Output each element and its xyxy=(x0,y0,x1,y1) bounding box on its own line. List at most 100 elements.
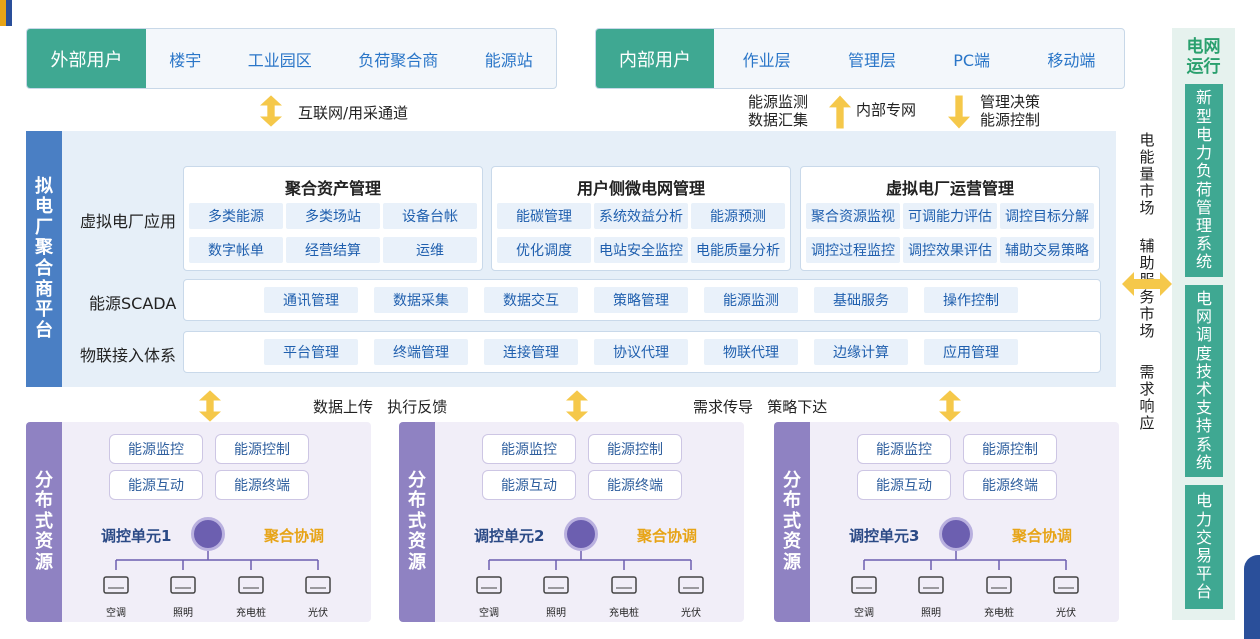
double-arrow-icon xyxy=(260,95,282,127)
group-asset-management: 聚合资产管理 多类能源 多类场站 设备台帐 数字帐单 经营结算 运维 xyxy=(183,166,483,271)
decision-label: 管理决策 能源控制 xyxy=(980,93,1040,129)
unit-head: 分布式资源 xyxy=(26,422,62,622)
external-user-item: 负荷聚合商 xyxy=(358,50,439,70)
grid-system-char: 支 xyxy=(1195,398,1212,418)
unit-coordination: 聚合协调 xyxy=(637,527,698,545)
grid-system-char: 系 xyxy=(1195,434,1212,454)
unit-button: 能源监控 xyxy=(857,434,951,464)
scada-chip: 数据交互 xyxy=(484,287,578,313)
device-item: 照明 xyxy=(163,574,203,619)
scada-chip: 能源监测 xyxy=(704,287,798,313)
function-chip: 数字帐单 xyxy=(189,237,283,263)
device-label: 光伏 xyxy=(308,608,328,619)
air-conditioner-icon xyxy=(476,576,502,594)
double-arrow-icon xyxy=(566,390,588,422)
device-label: 充电桩 xyxy=(984,608,1014,619)
function-chip: 经营结算 xyxy=(286,237,380,263)
unit-button: 能源监控 xyxy=(109,434,203,464)
function-chip: 系统效益分析 xyxy=(594,203,688,229)
charging-pile-icon xyxy=(611,576,637,594)
function-chip: 能碳管理 xyxy=(497,203,591,229)
market-char: 应 xyxy=(1139,414,1155,433)
market-char: 助 xyxy=(1139,254,1155,273)
grid-system-char: 新 xyxy=(1195,88,1212,108)
solar-panel-icon xyxy=(305,576,331,594)
platform-title-char: 商 xyxy=(35,278,53,300)
down-arrow-icon xyxy=(948,95,970,129)
platform-title-char: 平 xyxy=(35,299,53,321)
market-char: 需 xyxy=(1139,363,1155,381)
double-arrow-icon xyxy=(199,390,221,422)
device-item: 充电桩 xyxy=(231,574,271,619)
decision-label-line: 管理决策 xyxy=(980,93,1041,111)
external-user-item: 工业园区 xyxy=(247,50,312,70)
grid-system-char: 持 xyxy=(1195,416,1212,436)
iot-chip: 协议代理 xyxy=(594,339,688,365)
hub-icon xyxy=(939,517,973,551)
unit-button: 能源控制 xyxy=(588,434,682,464)
grid-system-char: 理 xyxy=(1195,215,1212,235)
iot-layer: 平台管理 终端管理 连接管理 协议代理 物联代理 边缘计算 应用管理 xyxy=(183,331,1101,373)
unit-button: 能源互动 xyxy=(482,470,576,500)
unit-head-char: 分 xyxy=(35,469,53,491)
market-char: 响 xyxy=(1139,397,1155,416)
device-label: 光伏 xyxy=(1056,608,1076,619)
unit-head-char: 资 xyxy=(35,531,53,553)
monitor-label-line: 数据汇集 xyxy=(748,111,809,129)
scada-chip: 操作控制 xyxy=(924,287,1018,313)
lighting-icon xyxy=(543,576,569,594)
device-label: 光伏 xyxy=(681,608,701,619)
platform-title-char: 拟 xyxy=(35,175,53,197)
grid-operation-title: 电网运行 xyxy=(1186,37,1221,77)
unit-head: 分布式资源 xyxy=(399,422,435,622)
group-microgrid-management: 用户侧微电网管理 能碳管理 系统效益分析 能源预测 优化调度 电站安全监控 电能… xyxy=(491,166,791,271)
row-label-scada: 能源SCADA xyxy=(89,294,177,313)
function-chip: 能源预测 xyxy=(691,203,785,229)
device-label: 充电桩 xyxy=(236,608,266,619)
scada-chip: 策略管理 xyxy=(594,287,688,313)
unit-button: 能源终端 xyxy=(588,470,682,500)
internal-user-item: PC端 xyxy=(953,50,991,70)
internal-user-item: 移动端 xyxy=(1047,50,1096,70)
unit-head-char: 资 xyxy=(783,531,801,553)
device-label: 空调 xyxy=(106,608,126,619)
row-label-iot: 物联接入体系 xyxy=(80,346,177,365)
unit-button: 能源终端 xyxy=(963,470,1057,500)
unit-button: 能源控制 xyxy=(963,434,1057,464)
unit-coordination: 聚合协调 xyxy=(1012,527,1073,545)
lighting-icon xyxy=(918,576,944,594)
function-chip: 电能质量分析 xyxy=(691,237,785,263)
iot-chip: 终端管理 xyxy=(374,339,468,365)
device-item: 照明 xyxy=(911,574,951,619)
monitor-label-line: 能源监测 xyxy=(748,93,809,111)
up-arrow-icon xyxy=(829,95,851,129)
unit-button: 能源互动 xyxy=(857,470,951,500)
function-chip: 可调能力评估 xyxy=(903,203,997,229)
device-item: 充电桩 xyxy=(979,574,1019,619)
distributed-unit-3: 分布式资源 能源监控 能源控制 能源互动 能源终端 调控单元3 聚合协调 空调 xyxy=(774,422,1119,622)
function-chip: 运维 xyxy=(383,237,477,263)
function-chip: 多类场站 xyxy=(286,203,380,229)
internal-user-item: 作业层 xyxy=(742,50,791,70)
unit-head-char: 资 xyxy=(408,531,426,553)
lighting-icon xyxy=(170,576,196,594)
unit-name: 调控单元3 xyxy=(849,527,920,545)
external-user-item: 楼宇 xyxy=(169,50,202,70)
unit-head-char: 式 xyxy=(408,510,426,532)
iot-chip: 平台管理 xyxy=(264,339,358,365)
monitor-label: 能源监测 数据汇集 xyxy=(748,93,808,129)
grid-system-char: 管 xyxy=(1195,197,1212,217)
device-label: 空调 xyxy=(479,608,499,619)
market-char: 场 xyxy=(1139,199,1155,218)
unit-button: 能源终端 xyxy=(215,470,309,500)
unit-head-char: 布 xyxy=(408,490,426,512)
market-char: 务 xyxy=(1139,288,1155,307)
market-char: 辅 xyxy=(1139,237,1155,255)
grid-system-char: 力 xyxy=(1195,143,1212,163)
device-item: 空调 xyxy=(96,574,136,619)
device-item: 充电桩 xyxy=(604,574,644,619)
decision-label-line: 能源控制 xyxy=(980,111,1041,129)
unit-head: 分布式资源 xyxy=(774,422,810,622)
grid-system-char: 荷 xyxy=(1195,179,1212,199)
corner-accent-top-left-2 xyxy=(0,0,6,26)
